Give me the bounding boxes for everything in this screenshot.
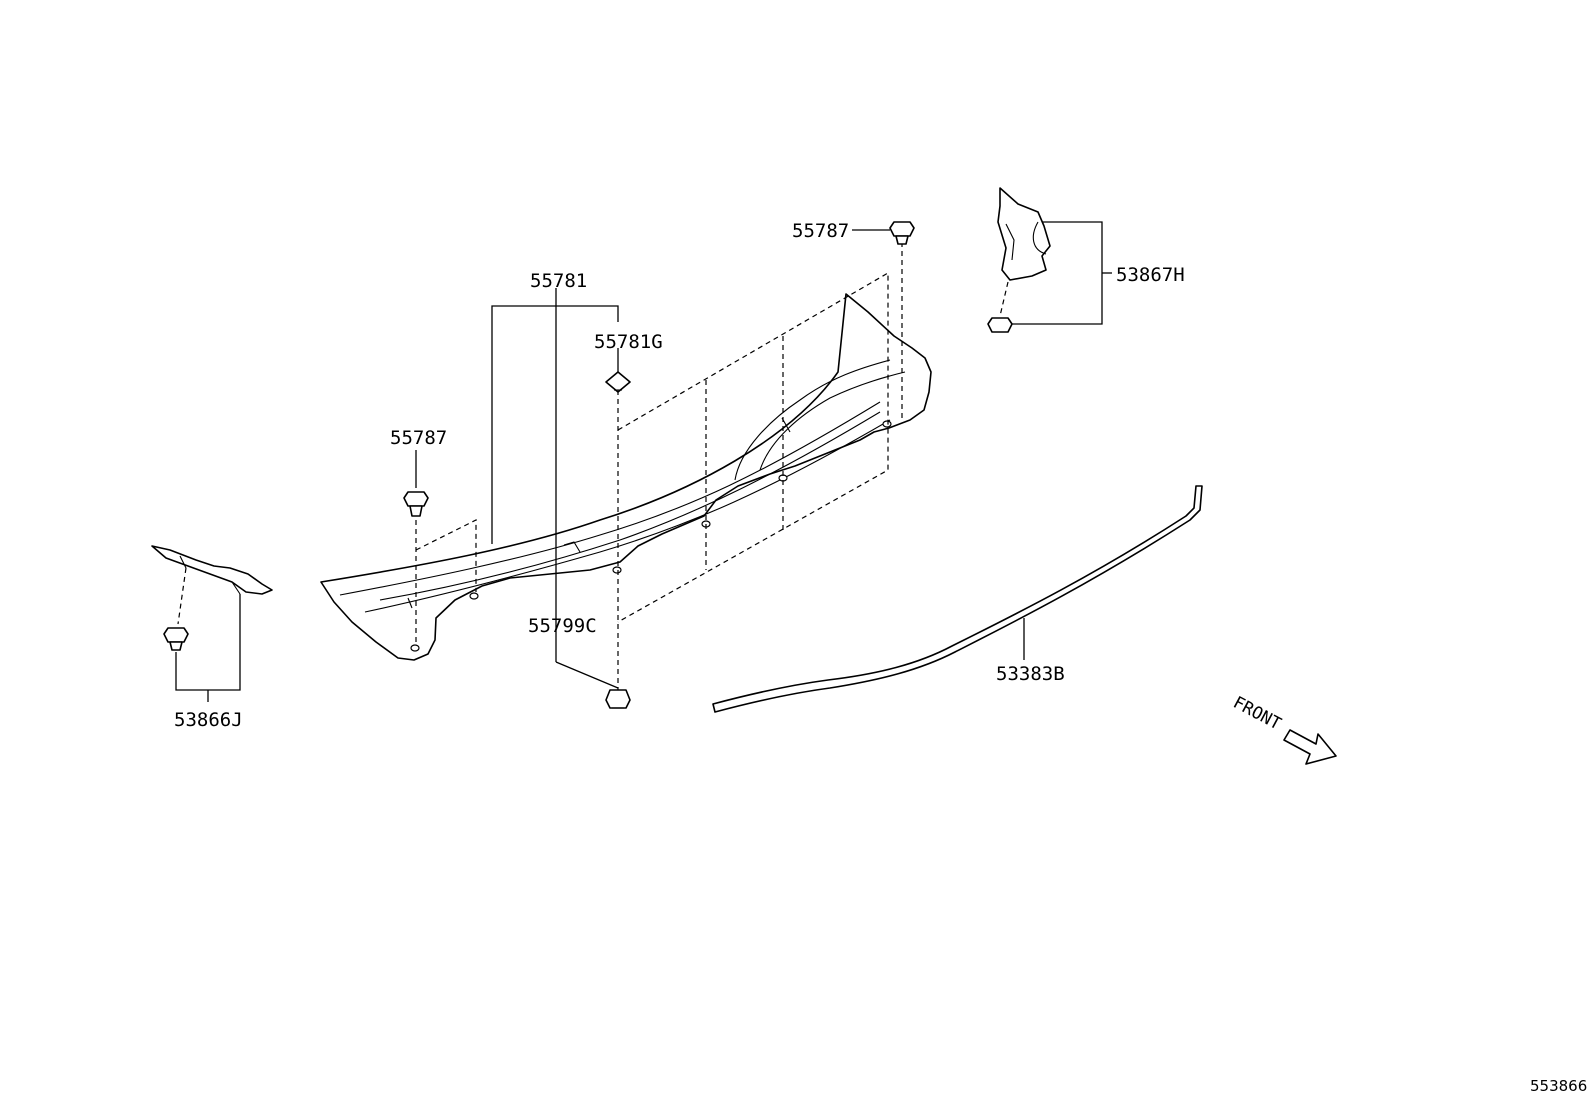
seal-53866j [151,545,273,595]
front-direction-indicator: FRONT [1230,693,1337,765]
weatherstrip-53383b [712,485,1203,713]
part-label-55781: 55781 [530,270,587,292]
part-labels: 55781 55781G 55787 55787 55799C 53867H 5… [174,220,1185,731]
mount-hole [882,420,892,428]
installation-guides [177,242,1009,690]
clip-55781g [605,371,631,393]
part-label-53867h: 53867H [1116,264,1185,286]
mount-hole [469,592,479,600]
mount-hole [410,644,420,652]
leader-lines [175,221,1112,702]
front-arrow-icon [1283,729,1337,765]
seal-53867h [997,187,1051,281]
clip-55799c [605,689,631,709]
cowl-louver-panel [320,293,932,661]
clip-53867h [987,317,1013,333]
part-label-55787-left: 55787 [390,427,447,449]
diagram-reference-number: 553866 [1530,1077,1587,1095]
part-label-55787-right: 55787 [792,220,849,242]
part-label-55799c: 55799C [528,615,597,637]
clip-55787-right [889,221,915,245]
front-label: FRONT [1230,693,1285,735]
part-label-53383b: 53383B [996,663,1065,685]
part-label-55781g: 55781G [594,331,663,353]
part-label-53866j: 53866J [174,709,243,731]
mount-hole [612,566,622,574]
clip-55787-left [403,491,429,517]
clip-53866j [163,627,189,651]
